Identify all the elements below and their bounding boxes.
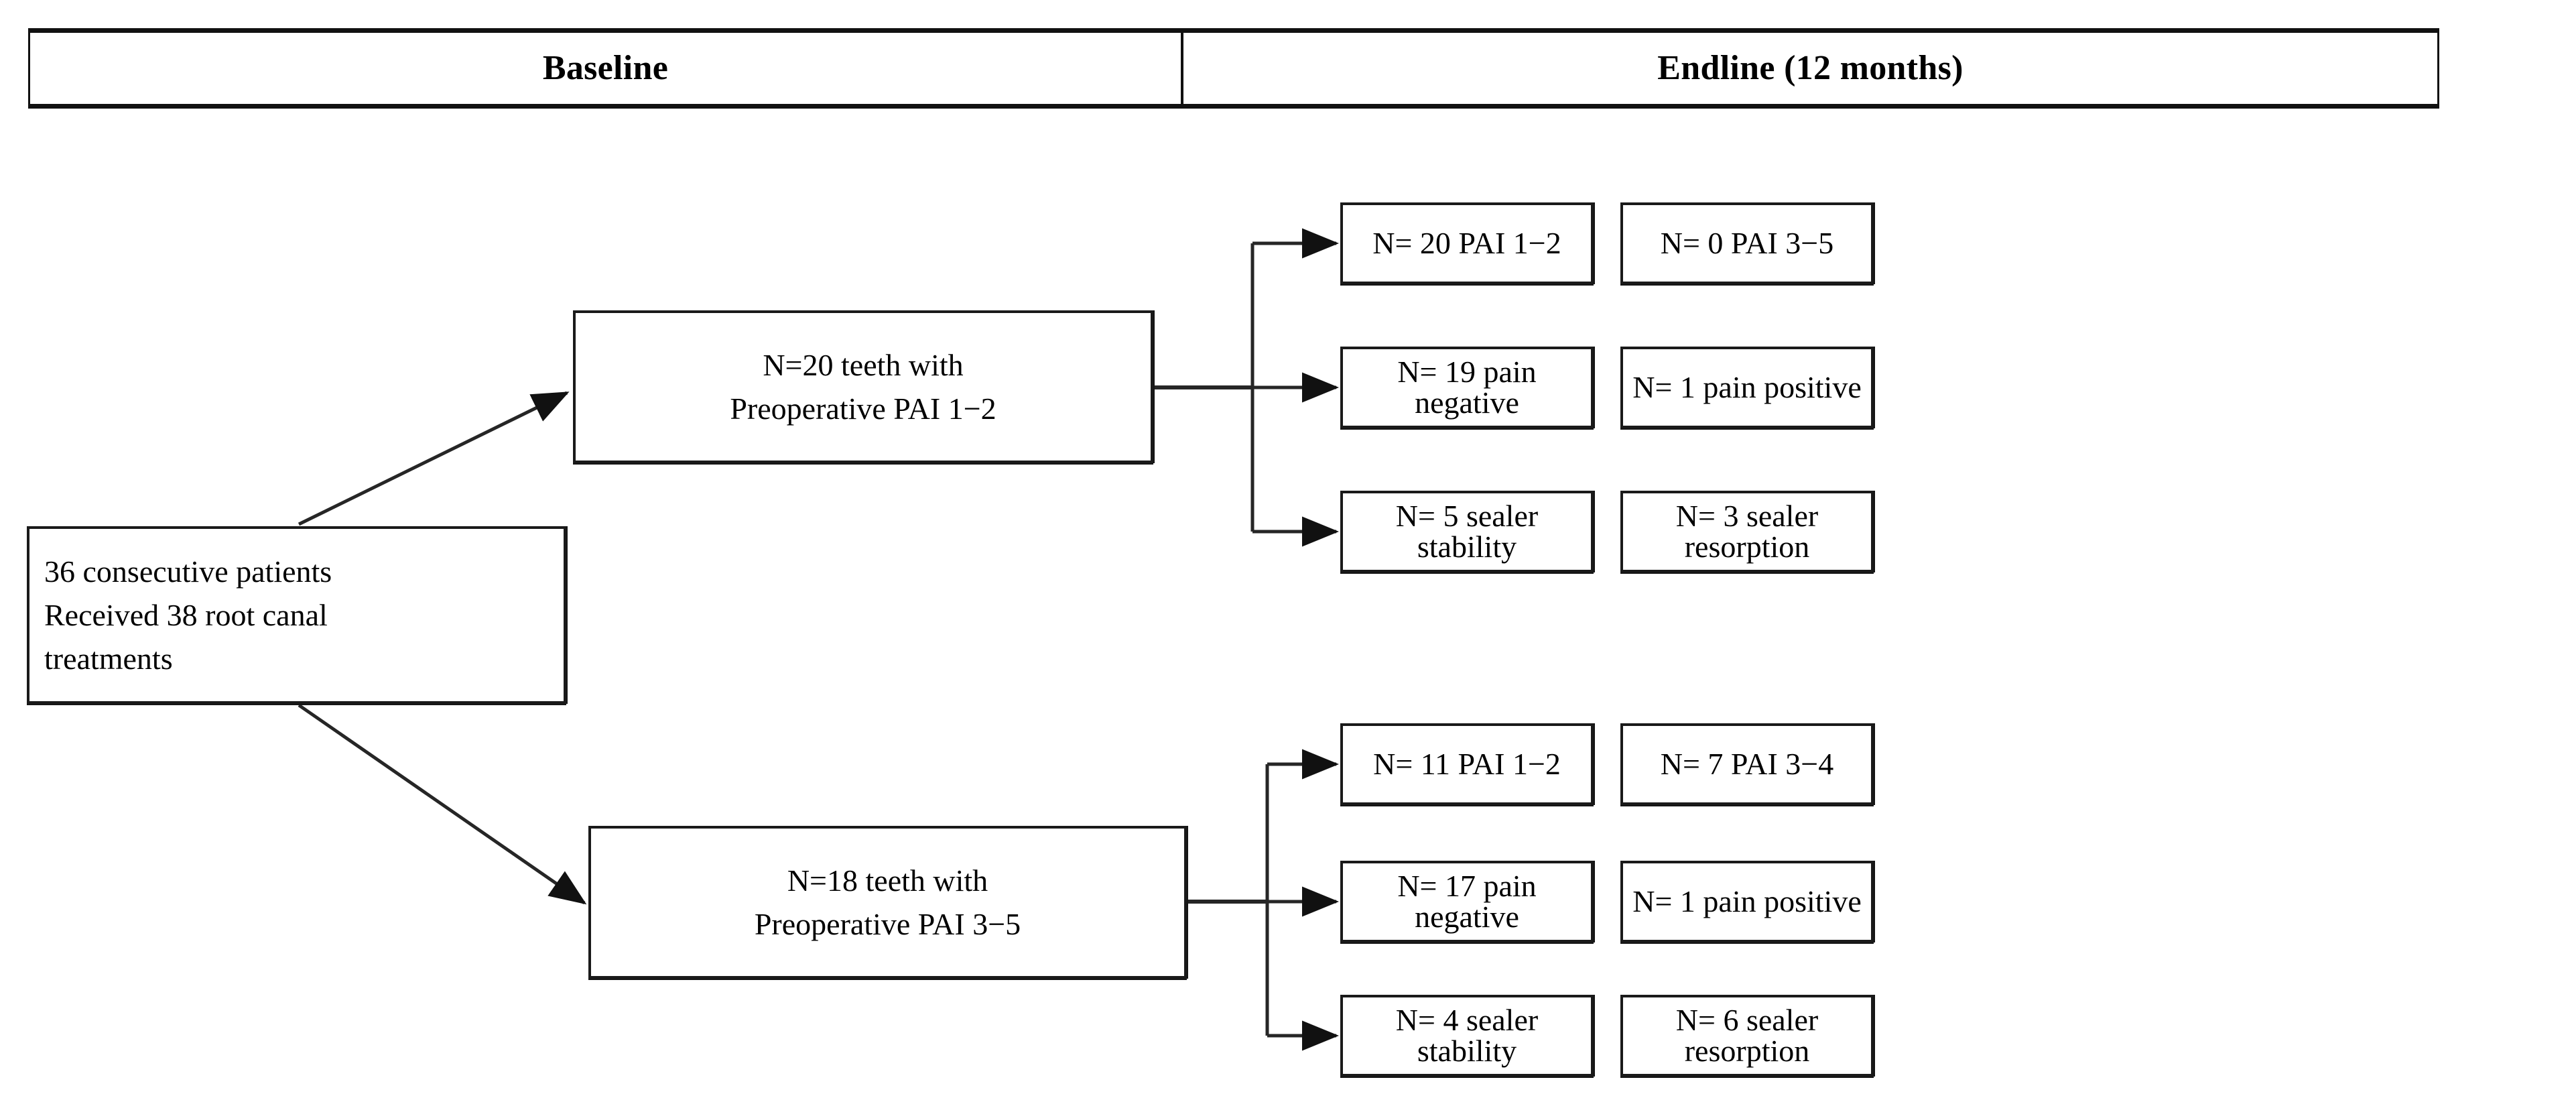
outcome-upper-3-left: N= 5 sealer stability [1340,491,1594,572]
outcome-upper-1-right-text: N= 0 PAI 3−5 [1660,226,1834,260]
node-source-cohort-text: 36 consecutive patients Received 38 root… [29,550,564,681]
outcome-upper-2-left: N= 19 pain negative [1340,347,1594,428]
node-group-upper: N=20 teeth with Preoperative PAI 1−2 [573,310,1153,463]
node-group-lower-text: N=18 teeth with Preoperative PAI 3−5 [591,859,1184,947]
phase-header-table: Baseline Endline (12 months) [28,28,2439,109]
outcome-upper-1-left: N= 20 PAI 1−2 [1340,202,1594,284]
node-group-lower: N=18 teeth with Preoperative PAI 3−5 [588,826,1187,979]
outcome-lower-1-left-text: N= 11 PAI 1−2 [1373,747,1561,781]
node-source-line-1: 36 consecutive patients [44,554,332,589]
node-source-line-3: treatments [44,642,173,676]
header-label-endline: Endline (12 months) [1657,49,1963,87]
node-group-upper-text: N=20 teeth with Preoperative PAI 1−2 [576,343,1151,431]
outcome-upper-2-right-text: N= 1 pain positive [1632,370,1862,404]
node-source-cohort: 36 consecutive patients Received 38 root… [27,526,566,704]
edge-source-to-upper-group [298,391,570,526]
header-label-baseline: Baseline [542,49,669,87]
outcome-upper-2-left-text: N= 19 pain negative [1397,355,1537,420]
node-group-upper-line-2: Preoperative PAI 1−2 [730,391,996,426]
outcome-lower-2-left: N= 17 pain negative [1340,861,1594,942]
node-group-lower-line-2: Preoperative PAI 3−5 [754,907,1021,941]
outcome-upper-1-right: N= 0 PAI 3−5 [1620,202,1874,284]
outcome-upper-3-right-text: N= 3 sealer resorption [1675,499,1819,564]
outcome-lower-2-right: N= 1 pain positive [1620,861,1874,942]
header-cell-baseline: Baseline [30,33,1183,104]
outcome-lower-1-left: N= 11 PAI 1−2 [1340,723,1594,805]
outcome-lower-1-right-text: N= 7 PAI 3−4 [1660,747,1834,781]
node-group-lower-line-1: N=18 teeth with [787,863,988,898]
outcome-lower-3-left-text: N= 4 sealer stability [1395,1003,1539,1068]
outcome-lower-2-right-text: N= 1 pain positive [1632,884,1862,918]
edge-source-to-lower-group [298,703,587,905]
outcome-upper-2-right: N= 1 pain positive [1620,347,1874,428]
outcome-lower-2-left-text: N= 17 pain negative [1397,869,1537,934]
outcome-upper-1-left-text: N= 20 PAI 1−2 [1372,226,1561,260]
outcome-lower-3-right: N= 6 sealer resorption [1620,995,1874,1077]
header-cell-endline: Endline (12 months) [1183,33,2437,104]
outcome-upper-3-right: N= 3 sealer resorption [1620,491,1874,572]
outcome-upper-3-left-text: N= 5 sealer stability [1395,499,1539,564]
outcome-lower-1-right: N= 7 PAI 3−4 [1620,723,1874,805]
node-group-upper-line-1: N=20 teeth with [763,347,964,382]
outcome-lower-3-left: N= 4 sealer stability [1340,995,1594,1077]
outcome-lower-3-right-text: N= 6 sealer resorption [1675,1003,1819,1068]
node-source-line-2: Received 38 root canal [44,597,328,632]
